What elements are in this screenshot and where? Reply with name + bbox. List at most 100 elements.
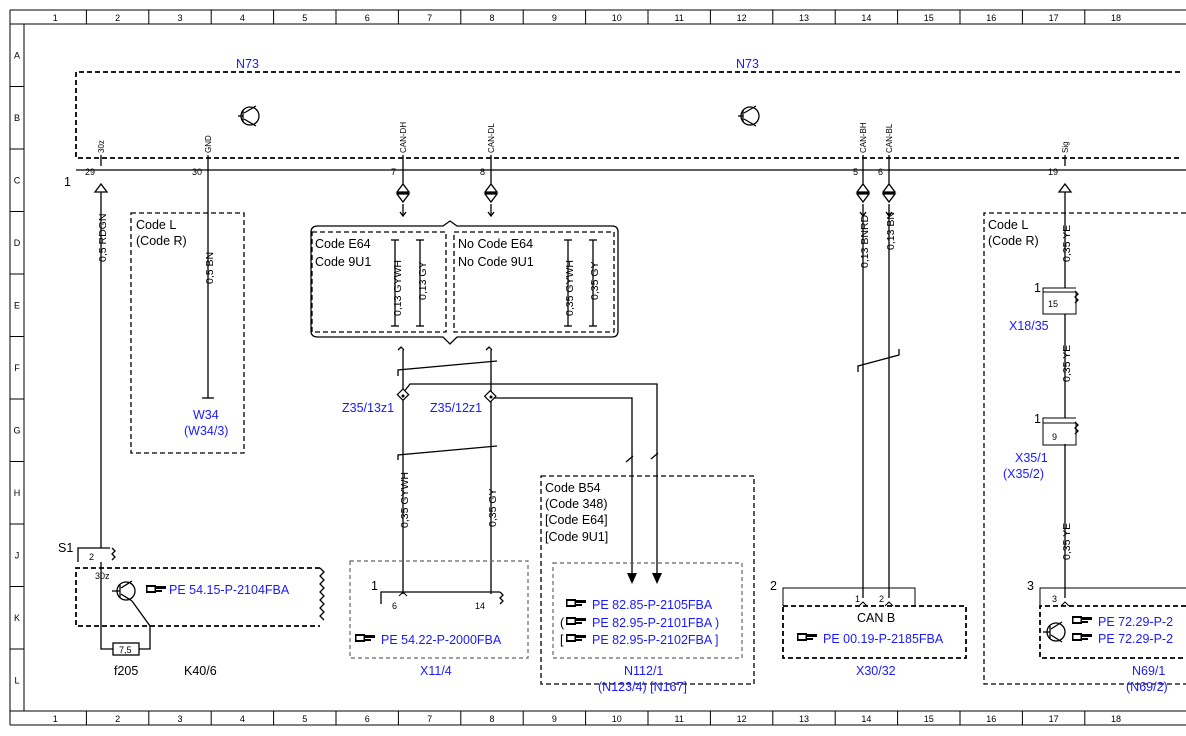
svg-text:No Code E64: No Code E64	[458, 237, 533, 251]
code-box-left: Code L (Code R)	[130, 212, 245, 454]
twisted-pair-upper: Z35/13z1 Z35/12z1 0,35 GYWH 0,35 GY	[342, 346, 662, 594]
frame-col-label: 11	[675, 714, 684, 724]
component-n69-1: 3 3 PE 72.29-P-2 PE 72.29-P-2 N69/1 (N69…	[1027, 579, 1186, 694]
can-b-wires: 0,13 BNRD 0,13 BN	[857, 204, 900, 598]
component-x18-35: 1 15 X18/35	[1009, 281, 1079, 333]
frame-col-label: 1	[53, 13, 58, 23]
component-x35-1: 1 9 X35/1 (X35/2)	[1003, 412, 1079, 481]
wire-label: 0,13 BN	[885, 212, 897, 250]
pin-5: 5 CAN-BH	[853, 122, 868, 177]
code-box-e64: Code E64 Code 9U1 0,13 GYWH 0,13 GY	[311, 231, 447, 333]
connector-icon	[855, 182, 871, 193]
pointing-hand-icon	[146, 585, 166, 593]
svg-text:N112/1: N112/1	[624, 664, 663, 678]
wire-label: 0,35 YE	[1061, 345, 1073, 382]
frame-row-label: C	[14, 175, 21, 185]
frame-row-label: K	[14, 613, 20, 623]
wire-29-path: 0,5 RDGN	[97, 192, 109, 548]
svg-text:3: 3	[1052, 594, 1057, 604]
resistor-icon	[111, 547, 116, 561]
frame-col-label: 2	[115, 13, 120, 23]
svg-text:5: 5	[853, 167, 858, 177]
component-s1: S1 2 30z	[58, 541, 116, 585]
frame-col-label: 10	[612, 13, 622, 23]
svg-text:PE 72.29-P-2: PE 72.29-P-2	[1098, 632, 1173, 646]
module-n73-box: N73 N73 1	[64, 57, 1186, 189]
pointing-hand-icon	[355, 634, 375, 642]
svg-text:Code L: Code L	[988, 218, 1028, 232]
pin-6: 6 CAN-BL	[878, 123, 894, 177]
svg-text:X11/4: X11/4	[420, 664, 452, 678]
drawing-frame: 1122334455667788991010111112121313141415…	[9, 9, 1186, 726]
frame-row-label: E	[14, 300, 20, 310]
svg-text:(W34/3): (W34/3)	[184, 424, 228, 438]
component-x11-4: 1 6 14 PE 54.22-P-2000FBA X11/4	[349, 560, 529, 678]
svg-text:X35/1: X35/1	[1015, 451, 1048, 465]
frame-col-label: 7	[427, 714, 432, 724]
frame-col-label: 6	[365, 714, 370, 724]
frame-col-label: 12	[737, 13, 747, 23]
resistor-icon	[1074, 290, 1079, 304]
svg-text:(X35/2): (X35/2)	[1003, 467, 1044, 481]
frame-col-label: 9	[552, 13, 557, 23]
frame-col-label: 17	[1049, 13, 1059, 23]
svg-text:[: [	[560, 633, 564, 647]
frame-col-label: 12	[737, 714, 747, 724]
transistor-icon	[738, 105, 760, 127]
svg-text:29: 29	[85, 167, 95, 177]
pointing-hand-icon	[797, 633, 817, 641]
svg-text:2: 2	[770, 579, 777, 593]
svg-text:X30/32: X30/32	[856, 664, 896, 678]
svg-text:30z: 30z	[97, 140, 106, 153]
k40-reference: PE 54.15-P-2104FBA	[169, 583, 290, 597]
pin-19: 19 Sig	[1048, 141, 1070, 177]
frame-col-label: 18	[1111, 714, 1121, 724]
connector-icon	[855, 193, 871, 204]
svg-text:K40/6: K40/6	[184, 664, 217, 678]
connector-icon	[483, 193, 499, 204]
frame-col-label: 3	[177, 714, 182, 724]
svg-text:Sig: Sig	[1061, 141, 1070, 153]
arrow-down-icon	[627, 573, 637, 584]
svg-text:(Code 348): (Code 348)	[545, 497, 608, 511]
svg-text:14: 14	[475, 601, 485, 611]
arrow-down-icon	[652, 573, 662, 584]
code-box-no-e64: No Code E64 No Code 9U1 0,35 GYWH 0,35 G…	[453, 231, 615, 333]
frame-col-label: 16	[986, 714, 996, 724]
module-label-right: N73	[736, 57, 759, 71]
frame-col-label: 7	[427, 13, 432, 23]
connector-icon	[395, 193, 411, 204]
wire-label: 0,35 GY	[589, 261, 601, 300]
frame-col-label: 8	[489, 13, 494, 23]
code-box-b54: Code B54 (Code 348) [Code E64] [Code 9U1…	[540, 452, 755, 685]
svg-text:f205: f205	[114, 664, 138, 678]
fuse-icon	[112, 642, 140, 656]
connector-icon	[395, 182, 411, 193]
svg-text:1: 1	[855, 594, 860, 604]
svg-text:PE 72.29-P-2: PE 72.29-P-2	[1098, 615, 1173, 629]
svg-text:CAN-BL: CAN-BL	[885, 123, 894, 153]
frame-col-label: 4	[240, 13, 245, 23]
svg-text:(: (	[560, 616, 565, 630]
svg-text:2: 2	[89, 552, 94, 562]
svg-text:PE 82.95-P-2101FBA ): PE 82.95-P-2101FBA )	[592, 616, 719, 630]
frame-col-label: 15	[924, 714, 934, 724]
svg-text:(N69/2): (N69/2)	[1126, 680, 1168, 694]
pin-8: 8 CAN-DL	[480, 123, 496, 177]
svg-text:W34: W34	[193, 408, 219, 422]
component-z35-12z1: Z35/12z1	[430, 401, 482, 415]
wire-label: 0,5 BN	[204, 252, 216, 284]
svg-text:(Code R): (Code R)	[136, 234, 187, 248]
svg-text:30z: 30z	[95, 571, 110, 581]
svg-text:CAN-BH: CAN-BH	[859, 122, 868, 153]
svg-text:[Code 9U1]: [Code 9U1]	[545, 530, 608, 544]
frame-col-label: 3	[177, 13, 182, 23]
variant-bracket	[310, 220, 619, 345]
x11-4-reference: PE 54.22-P-2000FBA	[381, 633, 502, 647]
frame-col-label: 5	[302, 13, 307, 23]
svg-text:CAN-DL: CAN-DL	[487, 123, 496, 153]
svg-text:[Code E64]: [Code E64]	[545, 513, 608, 527]
svg-text:X18/35: X18/35	[1009, 319, 1049, 333]
wire-label: 0,35 GYWH	[564, 260, 576, 316]
frame-col-label: 17	[1049, 714, 1059, 724]
